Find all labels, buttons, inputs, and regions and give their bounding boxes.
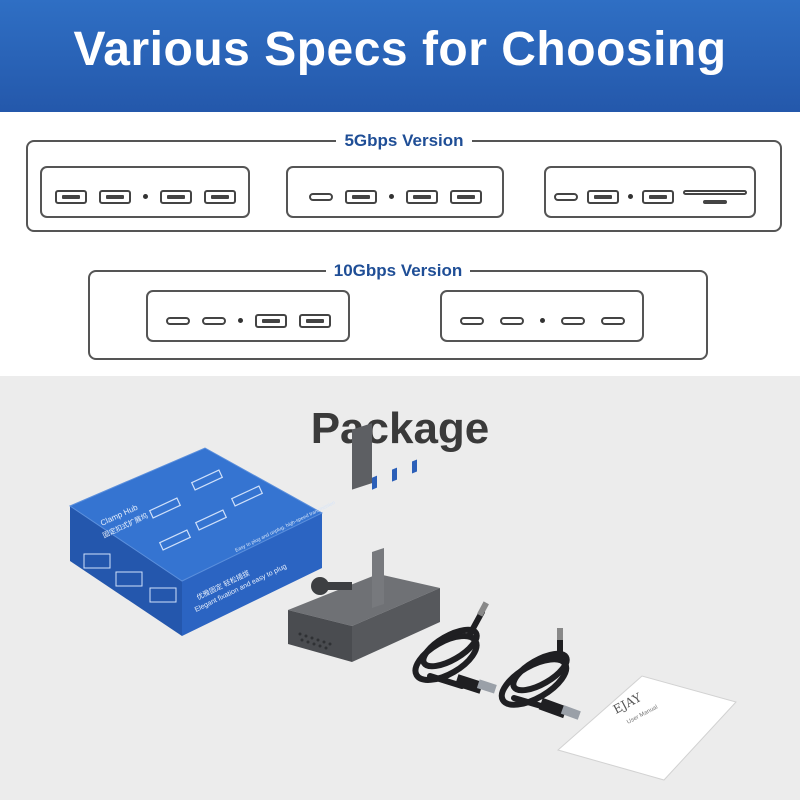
usb-c-port-icon bbox=[600, 317, 625, 325]
spec-group-5gbps: 5Gbps Version bbox=[26, 131, 782, 232]
hub-variant-2c2a bbox=[146, 290, 350, 342]
usb-a-port-icon bbox=[298, 314, 331, 328]
usb-c-port-icon bbox=[553, 193, 578, 201]
spec-group-10gbps: 10Gbps Version bbox=[88, 261, 708, 360]
usb-a-port-icon bbox=[98, 190, 131, 204]
usb-a-port-icon bbox=[54, 190, 87, 204]
usb-a-port-icon bbox=[159, 190, 192, 204]
banner-title: Various Specs for Choosing bbox=[73, 23, 727, 76]
usb-a-port-icon bbox=[449, 190, 482, 204]
separator-dot bbox=[627, 194, 633, 199]
user-manual-image: EJAY User Manual bbox=[556, 675, 737, 781]
usb-c-port-icon bbox=[459, 317, 484, 325]
usb-cable-image bbox=[412, 609, 485, 689]
hub-variant-4c bbox=[440, 290, 644, 342]
usb-c-port-icon bbox=[308, 193, 333, 201]
clamp-hub-device-image bbox=[288, 423, 440, 662]
hub-variant-1c3a bbox=[286, 166, 504, 218]
separator-dot bbox=[539, 318, 545, 323]
usb-a-port-icon bbox=[254, 314, 287, 328]
separator-dot bbox=[388, 194, 394, 199]
usb-a-port-icon bbox=[344, 190, 377, 204]
separator-dot bbox=[142, 194, 148, 199]
usb-cable-image bbox=[498, 633, 570, 711]
usb-a-port-icon bbox=[641, 190, 674, 204]
usb-c-port-icon bbox=[560, 317, 585, 325]
usb-a-port-icon bbox=[586, 190, 619, 204]
package-section: Package Clamp Hub 固定扣式扩展坞 优雅固定 轻松插拔 Eleg… bbox=[0, 376, 800, 800]
separator-dot bbox=[237, 318, 243, 323]
usb-a-port-icon bbox=[405, 190, 438, 204]
tf-slot-icon bbox=[702, 200, 727, 204]
usb-c-port-icon bbox=[165, 317, 190, 325]
card-reader-slots bbox=[682, 190, 747, 204]
title-banner: Various Specs for Choosing bbox=[0, 0, 800, 112]
usb-c-port-icon bbox=[499, 317, 524, 325]
hub-variant-card-reader bbox=[544, 166, 756, 218]
hub-variant-4a bbox=[40, 166, 250, 218]
spec-group-label: 5Gbps Version bbox=[336, 131, 472, 150]
package-title: Package bbox=[310, 404, 490, 453]
usb-a-port-icon bbox=[203, 190, 236, 204]
usb-c-port-icon bbox=[201, 317, 226, 325]
spec-group-label: 10Gbps Version bbox=[325, 261, 471, 280]
retail-box-image: Clamp Hub 固定扣式扩展坞 优雅固定 轻松插拔 Elegant fixa… bbox=[68, 447, 337, 636]
sd-slot-icon bbox=[682, 190, 747, 195]
package-contents-illustration: Clamp Hub 固定扣式扩展坞 优雅固定 轻松插拔 Elegant fixa… bbox=[68, 423, 737, 781]
